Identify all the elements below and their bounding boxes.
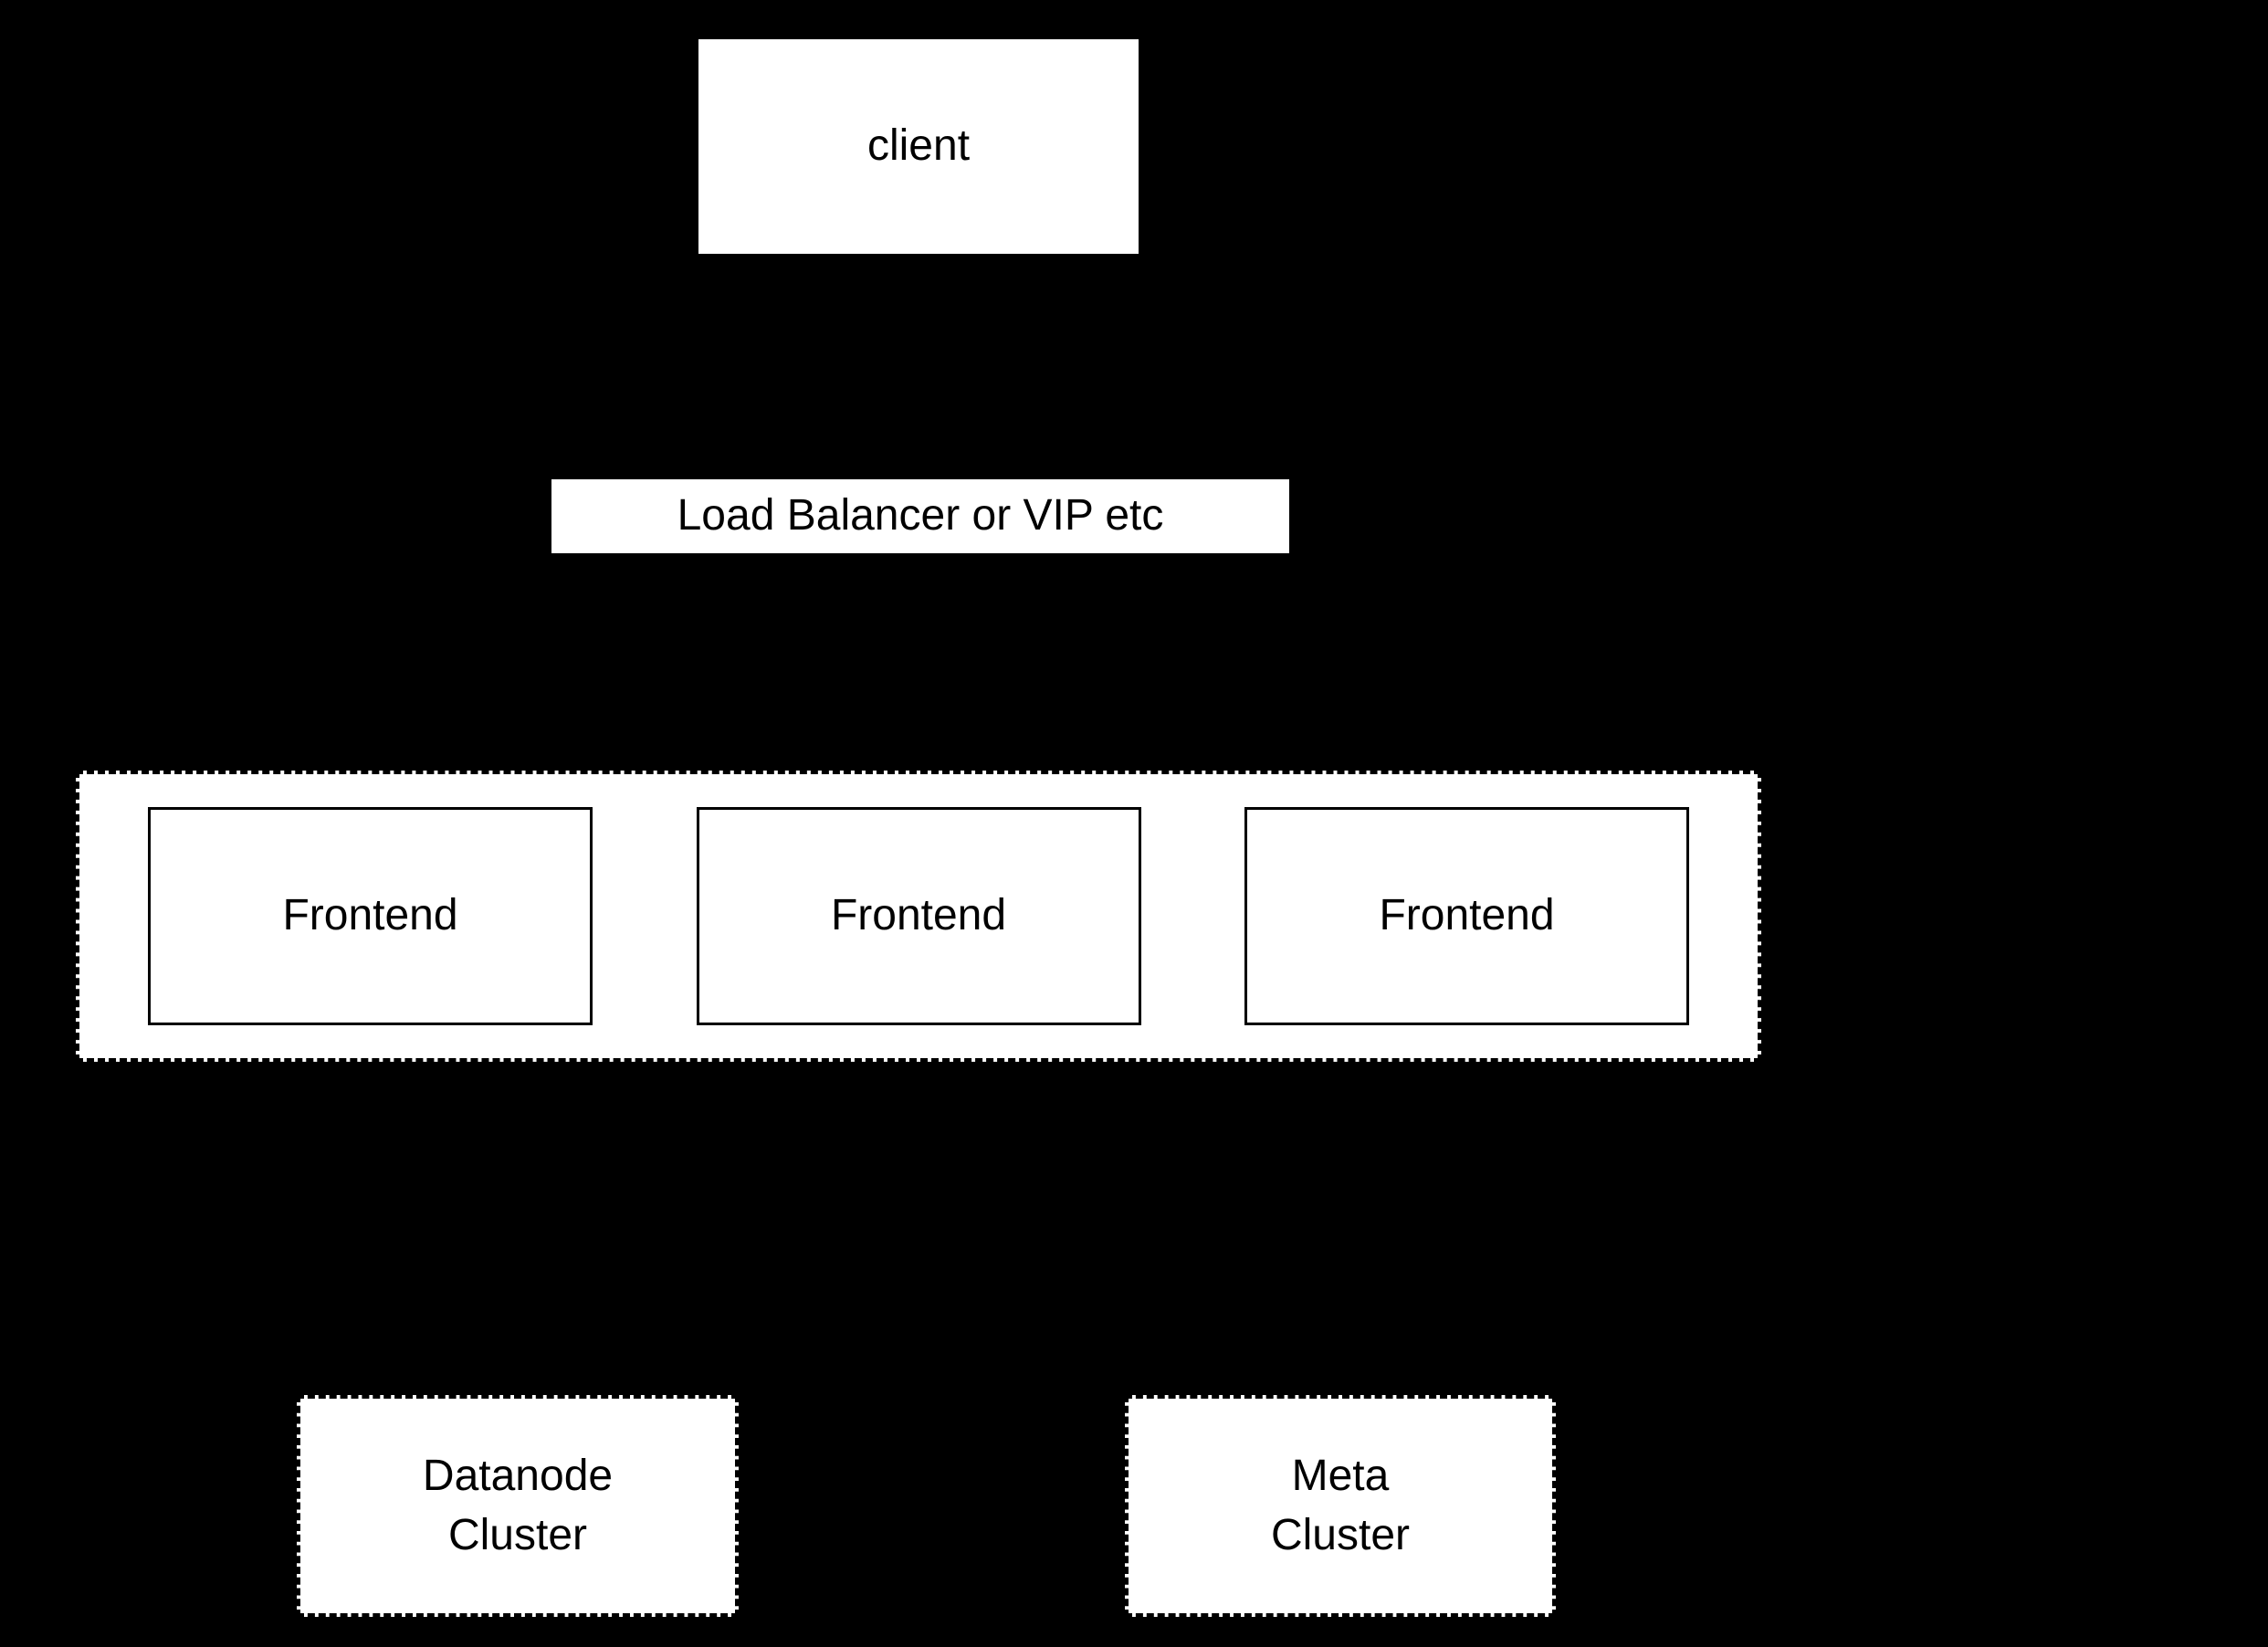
frontend-node-2: Frontend [696, 807, 1141, 1025]
frontend-node-3: Frontend [1244, 807, 1689, 1025]
frontend-group-container: Frontend Frontend Frontend [76, 771, 1761, 1062]
client-node-label: client [866, 121, 971, 171]
meta-cluster-node-label: Meta Cluster [1270, 1451, 1411, 1559]
load-balancer-node-label: Load Balancer or VIP etc [677, 491, 1164, 540]
load-balancer-node: Load Balancer or VIP etc [551, 479, 1289, 553]
frontend-node-3-label: Frontend [1379, 891, 1555, 940]
datanode-cluster-node: Datanode Cluster [297, 1395, 739, 1617]
frontend-node-1: Frontend [148, 807, 593, 1025]
meta-cluster-node: Meta Cluster [1125, 1395, 1556, 1617]
frontend-node-1-label: Frontend [282, 891, 458, 940]
frontend-node-2-label: Frontend [830, 891, 1007, 940]
client-node: client [698, 39, 1139, 254]
datanode-cluster-node-label: Datanode Cluster [422, 1451, 614, 1559]
